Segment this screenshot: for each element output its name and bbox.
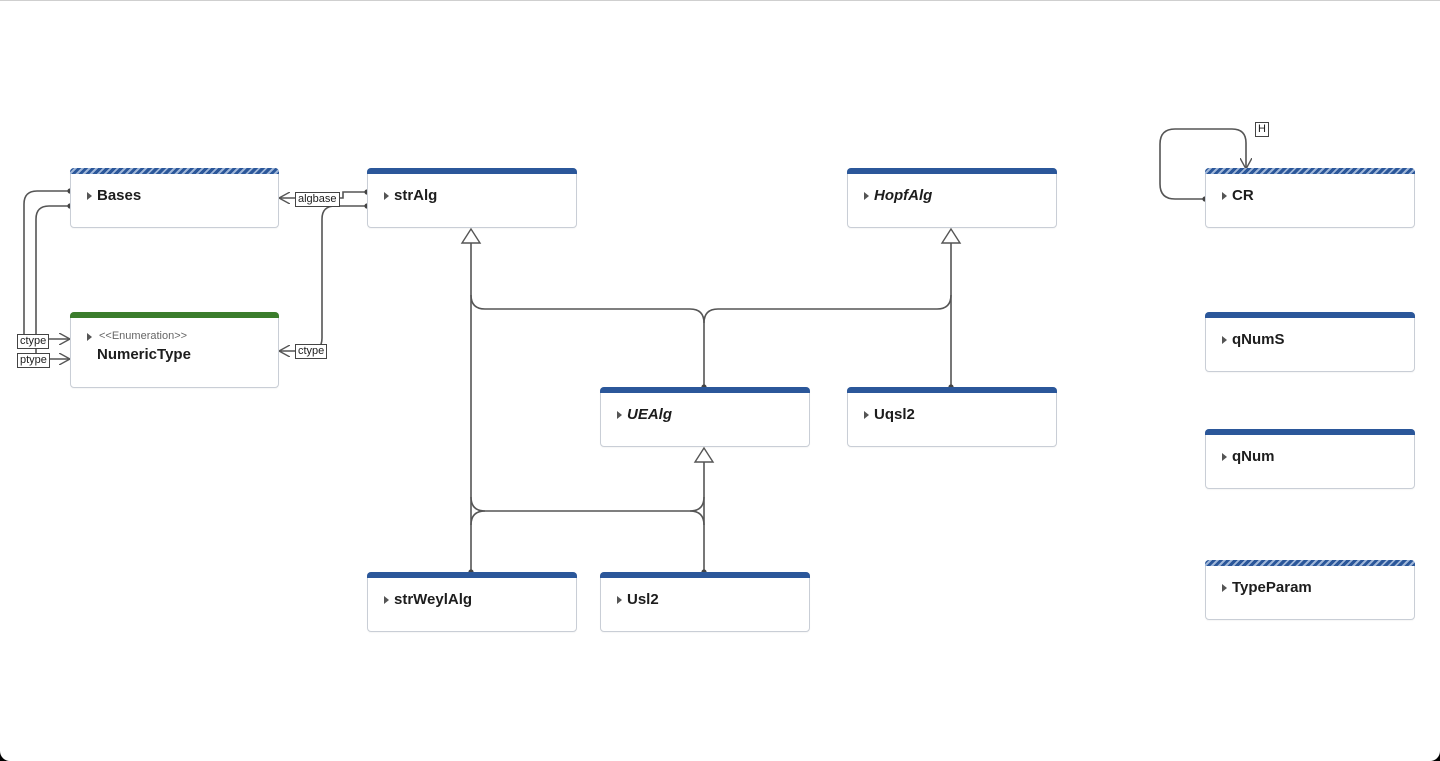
class-node-uealg[interactable]: UEAlg xyxy=(600,387,810,447)
expand-triangle-icon[interactable] xyxy=(617,596,622,604)
edge-stralg-to-numerictype xyxy=(279,205,367,351)
class-node-uqsl2[interactable]: Uqsl2 xyxy=(847,387,1057,447)
class-name: HopfAlg xyxy=(874,187,933,204)
class-node-stralg[interactable]: strAlg xyxy=(367,168,577,228)
node-header-bar xyxy=(70,168,279,174)
class-node-numerictype[interactable]: <<Enumeration>> NumericType xyxy=(70,312,279,388)
edge-uealg-to-hopfalg xyxy=(703,294,952,324)
node-header-bar xyxy=(847,168,1057,174)
generalization-arrow-hopfalg xyxy=(940,227,962,244)
class-node-typeparam[interactable]: TypeParam xyxy=(1205,560,1415,620)
edge-label-ctype-bases: ctype xyxy=(17,334,50,349)
edge-label-cr-self: H xyxy=(1255,122,1269,137)
class-name: qNumS xyxy=(1232,331,1285,348)
edge-label-ctype-stralg: ctype xyxy=(295,344,328,359)
generalization-arrow-uealg xyxy=(693,446,715,463)
node-header-bar xyxy=(600,572,810,578)
node-header-bar xyxy=(600,387,810,393)
class-node-strweylalg[interactable]: strWeylAlg xyxy=(367,572,577,632)
expand-triangle-icon[interactable] xyxy=(87,333,92,341)
class-name: strWeylAlg xyxy=(394,591,473,608)
generalization-arrow-stralg xyxy=(460,227,482,244)
edge-usl2-branch xyxy=(689,510,705,526)
edge-strweylalg-to-uealg xyxy=(470,496,705,526)
class-name: UEAlg xyxy=(627,406,672,423)
node-header-bar xyxy=(1205,168,1415,174)
expand-triangle-icon[interactable] xyxy=(864,192,869,200)
node-header-bar xyxy=(847,387,1057,393)
edge-strweylalg-branch xyxy=(470,496,486,512)
class-name: Bases xyxy=(97,187,142,204)
class-node-cr[interactable]: CR xyxy=(1205,168,1415,228)
class-name: Usl2 xyxy=(627,591,659,608)
class-node-usl2[interactable]: Usl2 xyxy=(600,572,810,632)
node-header-bar xyxy=(1205,312,1415,318)
expand-triangle-icon[interactable] xyxy=(384,596,389,604)
edge-label-ptype-bases: ptype xyxy=(17,353,50,368)
class-name: qNum xyxy=(1232,448,1275,465)
expand-triangle-icon[interactable] xyxy=(384,192,389,200)
expand-triangle-icon[interactable] xyxy=(864,411,869,419)
expand-triangle-icon[interactable] xyxy=(1222,453,1227,461)
node-header-bar xyxy=(367,572,577,578)
class-node-qnum[interactable]: qNum xyxy=(1205,429,1415,489)
node-header-bar xyxy=(1205,429,1415,435)
class-node-qnums[interactable]: qNumS xyxy=(1205,312,1415,372)
edge-label-algbase: algbase xyxy=(295,192,340,207)
class-name: TypeParam xyxy=(1232,579,1312,596)
class-name: CR xyxy=(1232,187,1254,204)
expand-triangle-icon[interactable] xyxy=(1222,192,1227,200)
expand-triangle-icon[interactable] xyxy=(1222,336,1227,344)
expand-triangle-icon[interactable] xyxy=(1222,584,1227,592)
node-header-bar xyxy=(1205,560,1415,566)
class-node-hopfalg[interactable]: HopfAlg xyxy=(847,168,1057,228)
class-stereotype: <<Enumeration>> xyxy=(99,330,188,342)
edge-uealg-to-stralg xyxy=(470,294,705,387)
edge-bases-ctype xyxy=(23,190,70,339)
class-name: strAlg xyxy=(394,187,438,204)
expand-triangle-icon[interactable] xyxy=(87,192,92,200)
class-name: Uqsl2 xyxy=(874,406,915,423)
node-header-bar xyxy=(367,168,577,174)
class-name: NumericType xyxy=(97,346,191,363)
expand-triangle-icon[interactable] xyxy=(617,411,622,419)
node-header-bar xyxy=(70,312,279,318)
class-node-bases[interactable]: Bases xyxy=(70,168,279,228)
